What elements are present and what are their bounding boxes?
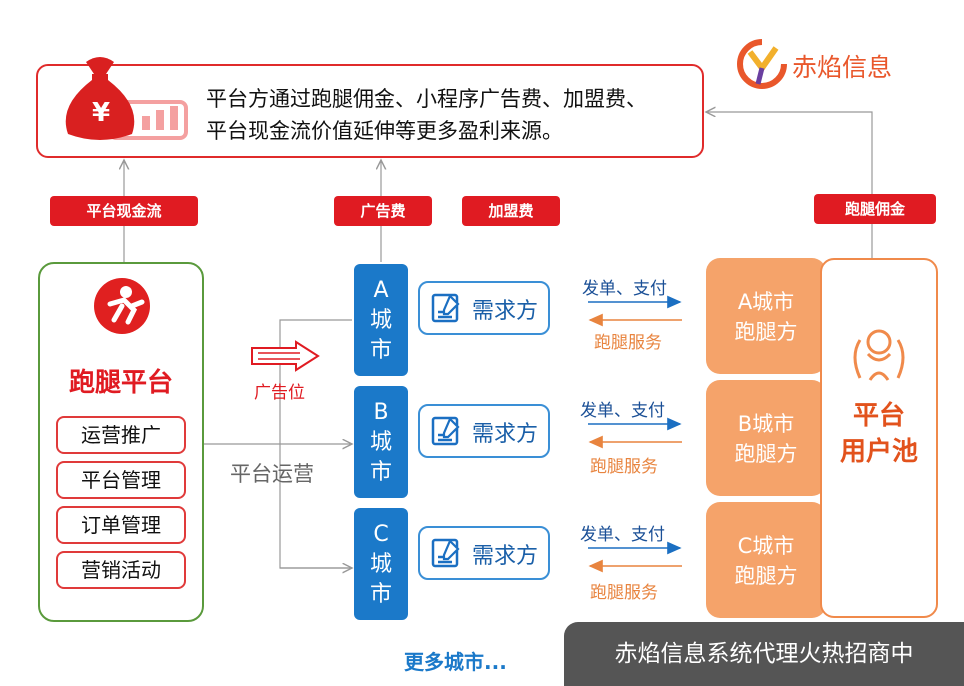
city-b-runner: B城市 跑腿方 bbox=[706, 380, 826, 496]
edit-form-icon bbox=[431, 538, 460, 568]
description-line-1: 平台方通过跑腿佣金、小程序广告费、加盟费、 bbox=[206, 87, 647, 111]
city-a-column: A 城 市 bbox=[354, 264, 408, 376]
city-b-char-1: 城 bbox=[369, 430, 392, 455]
city-a-demand-label: 需求方 bbox=[472, 299, 539, 324]
city-c-column: C 城 市 bbox=[354, 508, 408, 620]
operations-label: 平台运营 bbox=[230, 462, 314, 486]
city-c-demand-label: 需求方 bbox=[472, 544, 539, 569]
platform-title: 跑腿平台 bbox=[68, 368, 173, 398]
menu-operations-promotion: 运营推广 bbox=[56, 416, 186, 454]
city-c-char-2: 市 bbox=[369, 582, 392, 607]
tag-commission: 跑腿佣金 bbox=[814, 194, 936, 224]
city-c-send-label: 发单、支付 bbox=[580, 525, 665, 545]
tag-franchise-fee: 加盟费 bbox=[462, 196, 560, 226]
city-b-service-label: 跑腿服务 bbox=[590, 457, 658, 477]
city-b-column: B 城 市 bbox=[354, 386, 408, 498]
city-c-runner: C城市 跑腿方 bbox=[706, 502, 826, 618]
line-pool-to-top bbox=[706, 112, 873, 258]
revenue-description: 平台方通过跑腿佣金、小程序广告费、加盟费、 平台现金流价值延伸等更多盈利来源。 bbox=[206, 83, 706, 147]
description-line-2: 平台现金流价值延伸等更多盈利来源。 bbox=[206, 119, 563, 143]
tag-ad-fee: 广告费 bbox=[334, 196, 432, 226]
user-pool-line-1: 平台 bbox=[852, 401, 905, 431]
city-a-demand: 需求方 bbox=[418, 281, 550, 335]
more-cities-label: 更多城市... bbox=[404, 650, 507, 674]
city-b-runner-line-2: 跑腿方 bbox=[734, 442, 798, 466]
menu-platform-management: 平台管理 bbox=[56, 461, 186, 499]
money-symbol: ¥ bbox=[91, 98, 111, 128]
city-a-char-2: 市 bbox=[369, 338, 392, 363]
city-c-demand: 需求方 bbox=[418, 526, 550, 580]
logo-icon bbox=[736, 38, 788, 90]
user-group-icon bbox=[846, 326, 912, 384]
city-c-runner-line-2: 跑腿方 bbox=[734, 564, 798, 588]
city-b-send-label: 发单、支付 bbox=[580, 401, 665, 421]
ad-slot-arrow-icon bbox=[250, 340, 322, 372]
user-pool-title: 平台 用户池 bbox=[820, 398, 938, 470]
city-a-runner-line-1: A城市 bbox=[737, 290, 795, 314]
city-b-char-2: 市 bbox=[369, 460, 392, 485]
logo-text: 赤焰信息 bbox=[792, 53, 893, 82]
city-a-runner-line-2: 跑腿方 bbox=[734, 320, 798, 344]
tag-cash-flow: 平台现金流 bbox=[50, 196, 198, 226]
recruitment-banner: 赤焰信息系统代理火热招商中 bbox=[564, 622, 964, 686]
user-pool-card bbox=[820, 258, 938, 618]
user-pool-line-2: 用户池 bbox=[839, 437, 918, 467]
city-a-send-label: 发单、支付 bbox=[582, 279, 667, 299]
city-b-demand-label: 需求方 bbox=[472, 422, 539, 447]
city-a-runner: A城市 跑腿方 bbox=[706, 258, 826, 374]
city-b-letter: B bbox=[373, 400, 389, 425]
edit-form-icon bbox=[431, 416, 460, 446]
menu-marketing-activities: 营销活动 bbox=[56, 551, 186, 589]
city-c-letter: C bbox=[373, 522, 389, 547]
ad-slot-label: 广告位 bbox=[254, 383, 305, 403]
edit-form-icon bbox=[431, 293, 460, 323]
city-c-runner-line-1: C城市 bbox=[737, 534, 795, 558]
city-b-demand: 需求方 bbox=[418, 404, 550, 458]
runner-logo-icon bbox=[92, 276, 152, 336]
city-c-service-label: 跑腿服务 bbox=[590, 583, 658, 603]
money-bag-icon: ¥ bbox=[56, 48, 206, 152]
city-a-letter: A bbox=[373, 278, 389, 303]
city-a-char-1: 城 bbox=[369, 308, 392, 333]
menu-order-management: 订单管理 bbox=[56, 506, 186, 544]
city-c-char-1: 城 bbox=[369, 552, 392, 577]
city-b-runner-line-1: B城市 bbox=[737, 412, 795, 436]
city-a-service-label: 跑腿服务 bbox=[594, 333, 662, 353]
